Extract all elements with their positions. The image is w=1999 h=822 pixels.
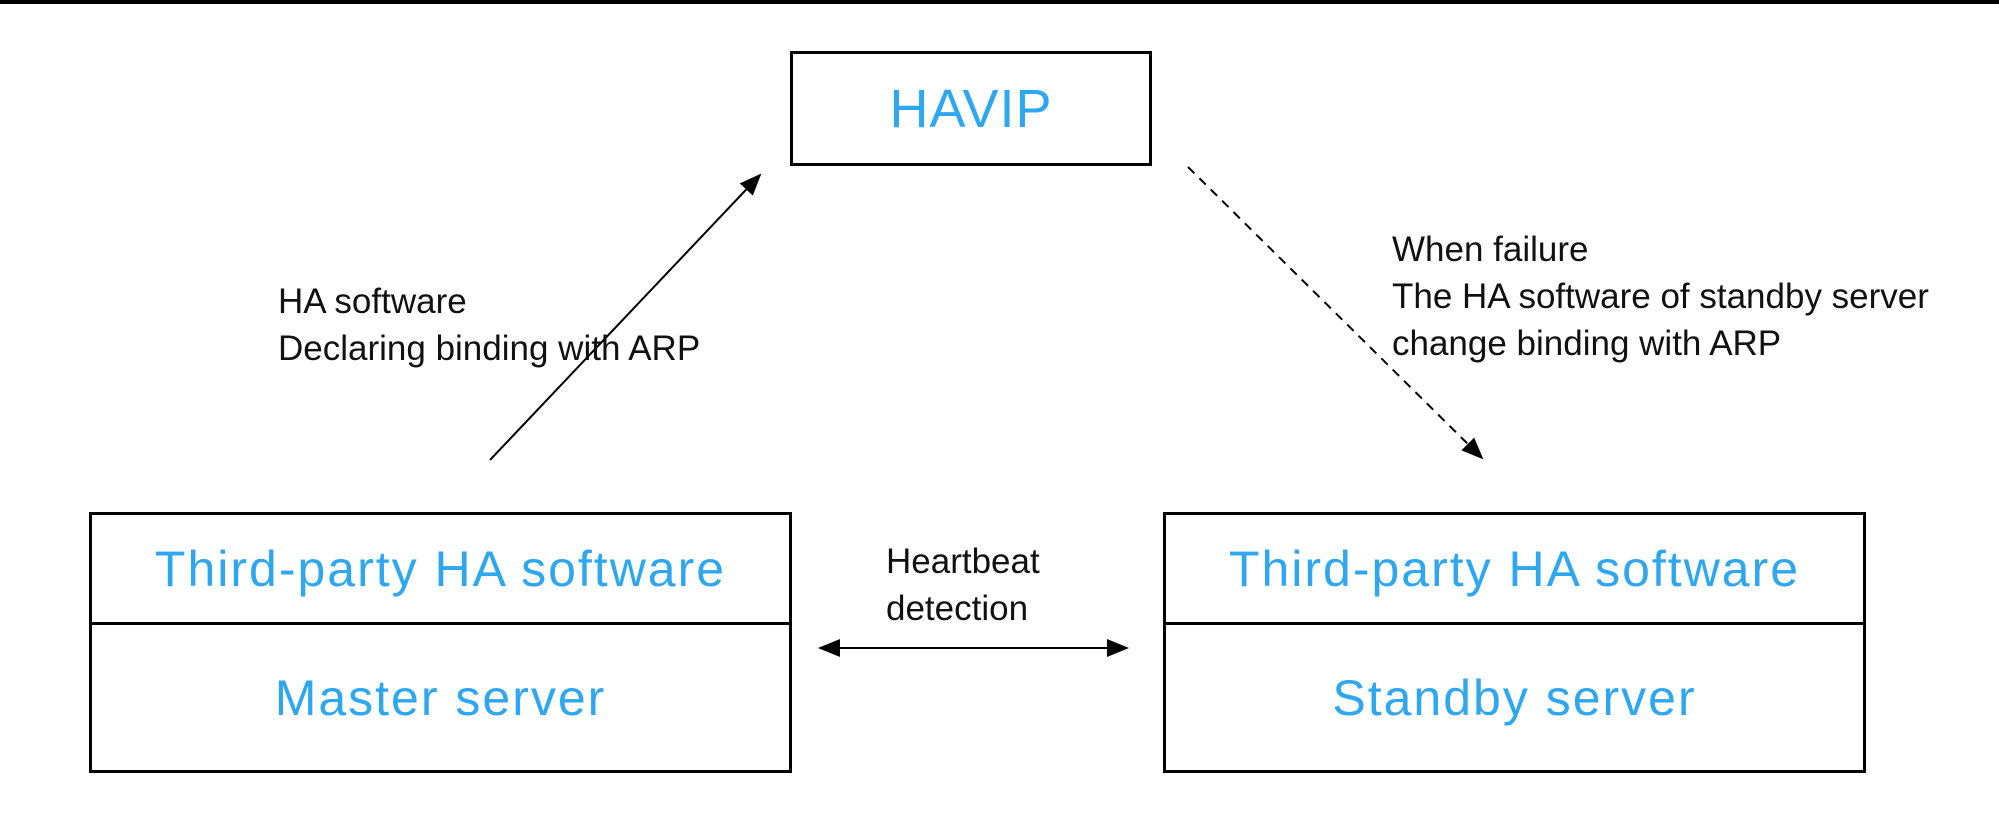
failover-line2: The HA software of standby server: [1392, 277, 1929, 316]
top-border-line: [0, 0, 1999, 4]
heartbeat-line2: detection: [886, 589, 1029, 628]
declare-binding-annotation: HA software Declaring binding with ARP: [278, 278, 700, 372]
havip-node: HAVIP: [790, 51, 1152, 166]
heartbeat-line1: Heartbeat: [886, 542, 1040, 581]
declare-binding-line1: HA software: [278, 282, 467, 321]
standby-ha-software-label: Third-party HA software: [1166, 515, 1863, 625]
master-ha-software-label: Third-party HA software: [92, 515, 789, 625]
standby-server-label: Standby server: [1332, 669, 1697, 726]
havip-label: HAVIP: [889, 78, 1053, 139]
master-server-label: Master server: [274, 669, 607, 726]
declare-binding-line2: Declaring binding with ARP: [278, 329, 701, 368]
heartbeat-annotation: Heartbeat detection: [886, 538, 1040, 632]
failover-annotation: When failure The HA software of standby …: [1392, 226, 1929, 367]
failover-line3: change binding with ARP: [1392, 324, 1782, 363]
standby-server-node: Third-party HA software Standby server: [1163, 512, 1866, 773]
failover-line1: When failure: [1392, 230, 1589, 269]
master-server-node: Third-party HA software Master server: [89, 512, 792, 773]
